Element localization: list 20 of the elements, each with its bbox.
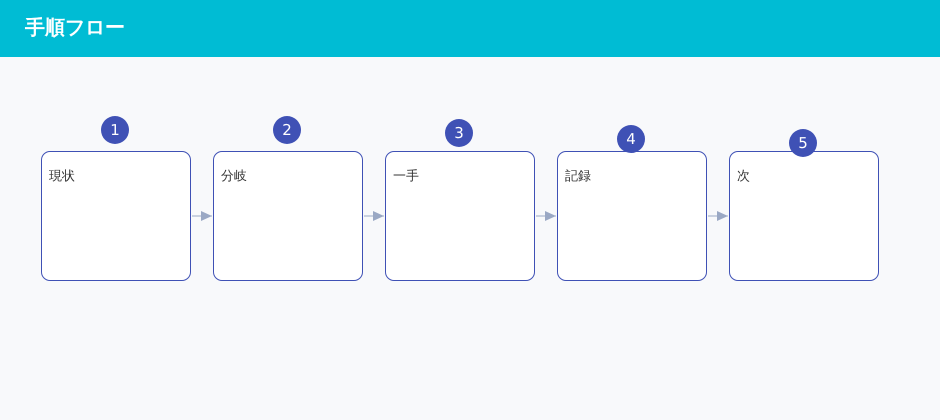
step-label: 分岐 [221,169,247,185]
step-label: 次 [737,169,750,185]
arrow [708,211,728,221]
page-title: 手順フロー [25,14,125,41]
step-number-badge: 1 [101,116,129,144]
step-number-badge: 5 [789,129,817,157]
step-box [41,151,191,281]
step-box [213,151,363,281]
step-label: 一手 [393,169,419,185]
step-label: 現状 [49,169,75,185]
step-number-badge: 2 [273,116,301,144]
step-number-badge: 4 [617,125,645,153]
step-box [557,151,707,281]
step-box [385,151,535,281]
step-box [729,151,879,281]
step-label: 記録 [565,169,591,185]
step-number-badge: 3 [445,119,473,147]
arrow [192,211,212,221]
arrow [536,211,556,221]
arrow [364,211,384,221]
